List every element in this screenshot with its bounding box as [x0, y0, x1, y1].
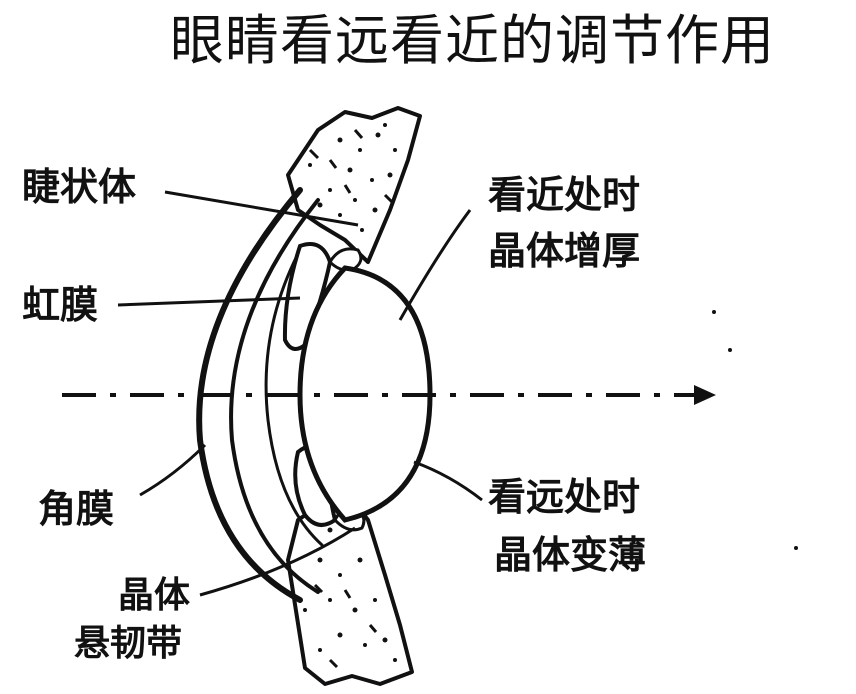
label-near-line2: 晶体增厚: [488, 232, 640, 270]
label-zonule-line2: 悬韧带: [74, 626, 182, 662]
label-cornea: 角膜: [38, 490, 114, 528]
label-far-line2: 晶体变薄: [494, 536, 646, 574]
print-specks: [712, 310, 798, 550]
label-far-line1: 看远处时: [488, 478, 640, 516]
label-near-line1: 看近处时: [488, 176, 640, 214]
label-zonule-line1: 晶体: [118, 578, 190, 614]
diagram-title: 眼睛看远看近的调节作用: [170, 14, 775, 68]
optical-axis-arrowhead: [694, 385, 716, 405]
leader-line-near: [400, 210, 470, 320]
upper-tissue-band: [288, 108, 420, 262]
label-iris: 虹膜: [22, 286, 98, 324]
leader-line-iris: [118, 298, 300, 305]
leader-line-far: [414, 462, 482, 500]
label-ciliary-body: 睫状体: [22, 168, 136, 206]
leader-line-cornea: [140, 445, 205, 495]
